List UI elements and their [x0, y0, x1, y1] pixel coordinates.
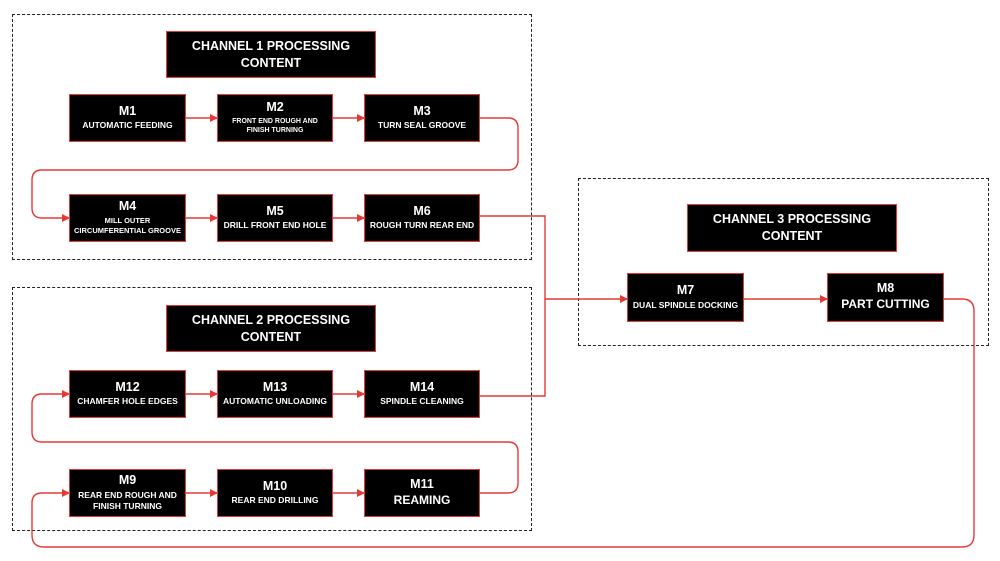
channel-1-title: CHANNEL 1 PROCESSING CONTENT: [166, 31, 376, 78]
node-m9[interactable]: M9 REAR END ROUGH AND FINISH TURNING: [69, 469, 186, 517]
node-code: M7: [676, 283, 695, 298]
channel-2-group: [12, 287, 532, 531]
node-label: FRONT END ROUGH AND FINISH TURNING: [232, 117, 318, 134]
node-m8[interactable]: M8 PART CUTTING: [827, 273, 944, 322]
channel-2-title: CHANNEL 2 PROCESSING CONTENT: [166, 305, 376, 352]
node-label: REAMING: [393, 492, 451, 507]
arrow-m3-m4: [31, 117, 519, 222]
node-code: M12: [115, 379, 140, 394]
node-code: M9: [118, 473, 137, 488]
node-code: M6: [413, 203, 431, 218]
channel-1-group: [12, 14, 532, 260]
node-code: M13: [262, 379, 288, 394]
node-code: M14: [409, 379, 435, 394]
node-label: CHAMFER HOLE EDGES: [77, 396, 178, 407]
node-code: M2: [266, 100, 284, 115]
node-m4[interactable]: M4 MILL OUTER CIRCUMFERENTIAL GROOVE: [69, 194, 186, 242]
node-code: M10: [262, 478, 288, 493]
node-label: DUAL SPINDLE DOCKING: [632, 299, 739, 310]
node-code: M11: [410, 476, 434, 491]
node-label: PART CUTTING: [841, 297, 930, 312]
node-m2[interactable]: M2 FRONT END ROUGH AND FINISH TURNING: [217, 94, 333, 142]
node-m7[interactable]: M7 DUAL SPINDLE DOCKING: [627, 273, 744, 322]
node-m5[interactable]: M5 DRILL FRONT END HOLE: [217, 194, 333, 242]
node-m3[interactable]: M3 TURN SEAL GROOVE: [364, 94, 480, 142]
node-code: M4: [118, 199, 137, 214]
node-m6[interactable]: M6 ROUGH TURN REAR END: [364, 194, 480, 242]
node-m1[interactable]: M1 AUTOMATIC FEEDING: [69, 94, 186, 142]
node-label: SPINDLE CLEANING: [380, 396, 464, 407]
arrow-m14-m7: [480, 299, 546, 397]
arrow-m6-m7: [480, 215, 628, 303]
node-label: REAR END DRILLING: [231, 495, 319, 506]
node-label: DRILL FRONT END HOLE: [223, 220, 327, 231]
node-label: ROUGH TURN REAR END: [369, 220, 475, 231]
node-code: M3: [413, 103, 431, 118]
arrow-m11-m12: [31, 390, 519, 494]
node-m10[interactable]: M10 REAR END DRILLING: [217, 469, 333, 517]
node-label: TURN SEAL GROOVE: [377, 120, 467, 131]
node-label: MILL OUTER CIRCUMFERENTIAL GROOVE: [74, 216, 181, 235]
channel-3-group: [578, 178, 989, 346]
node-m11[interactable]: M11 REAMING: [364, 469, 480, 517]
node-m12[interactable]: M12 CHAMFER HOLE EDGES: [69, 370, 186, 418]
node-code: M8: [876, 281, 895, 296]
node-m13[interactable]: M13 AUTOMATIC UNLOADING: [217, 370, 333, 418]
arrow-m8-m9: [31, 298, 975, 548]
node-m14[interactable]: M14 SPINDLE CLEANING: [364, 370, 480, 418]
node-label: AUTOMATIC UNLOADING: [222, 396, 328, 407]
node-code: M5: [266, 203, 284, 218]
node-code: M1: [118, 103, 137, 118]
channel-3-title: CHANNEL 3 PROCESSING CONTENT: [687, 204, 897, 252]
node-label: AUTOMATIC FEEDING: [82, 120, 173, 131]
node-label: REAR END ROUGH AND FINISH TURNING: [78, 489, 177, 511]
